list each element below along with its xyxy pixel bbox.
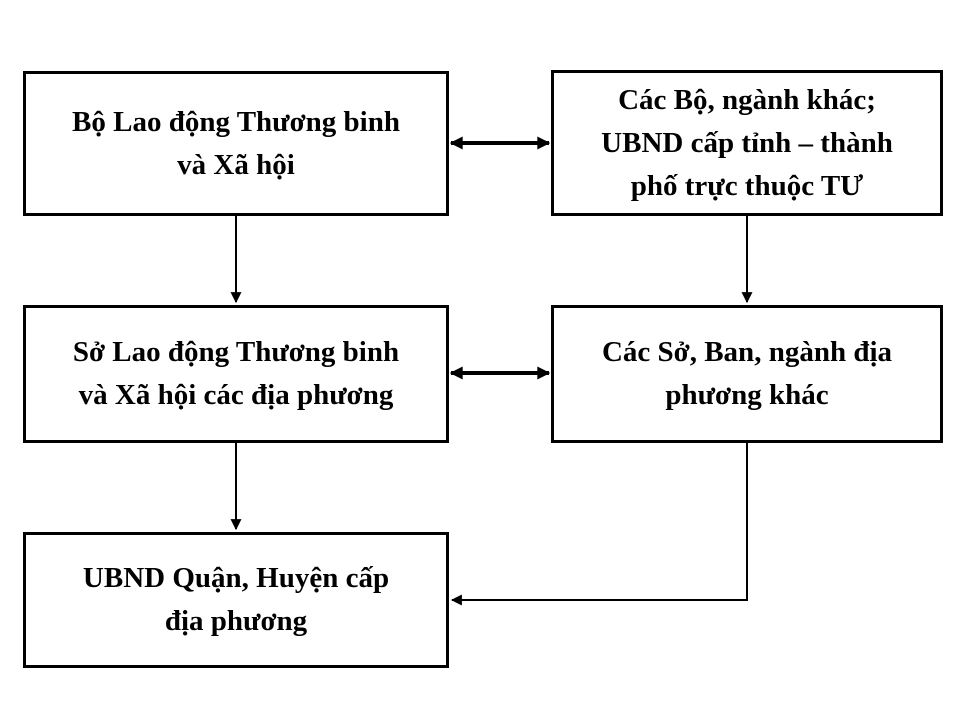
node-ubnd-quan-huyen-cap-dia-phuong: UBND Quận, Huyện cấp địa phương — [23, 532, 449, 668]
arrow-cacso-to-ubnd-elbow — [450, 443, 748, 606]
node-label-line: và Xã hội các địa phương — [78, 379, 394, 411]
node-cac-so-ban-nganh-dia-phuong-khac: Các Sở, Ban, ngành địa phương khác — [551, 305, 943, 443]
node-label-line: và Xã hội — [177, 148, 295, 181]
node-label-line: địa phương — [164, 605, 308, 637]
node-label-line: Bộ Lao động Thương binh — [72, 105, 400, 138]
node-label-line: Sở Lao động Thương binh — [72, 336, 400, 368]
node-label-line: Các Sở, Ban, ngành địa — [601, 336, 893, 368]
node-label-line: UBND Quận, Huyện cấp — [82, 562, 390, 594]
node-label-line: phố trực thuộc TƯ — [630, 169, 864, 202]
node-label-line: Các Bộ, ngành khác; — [618, 83, 876, 116]
node-bo-lao-dong-thuong-binh-xa-hoi: Bộ Lao động Thương binh và Xã hội — [23, 71, 449, 216]
node-cac-bo-nganh-khac-ubnd-tinh: Các Bộ, ngành khác; UBND cấp tỉnh – thàn… — [551, 70, 943, 216]
node-label-line: UBND cấp tỉnh – thành — [601, 126, 893, 159]
node-label-line: phương khác — [665, 379, 829, 411]
node-so-lao-dong-thuong-binh-dia-phuong: Sở Lao động Thương binh và Xã hội các đị… — [23, 305, 449, 443]
